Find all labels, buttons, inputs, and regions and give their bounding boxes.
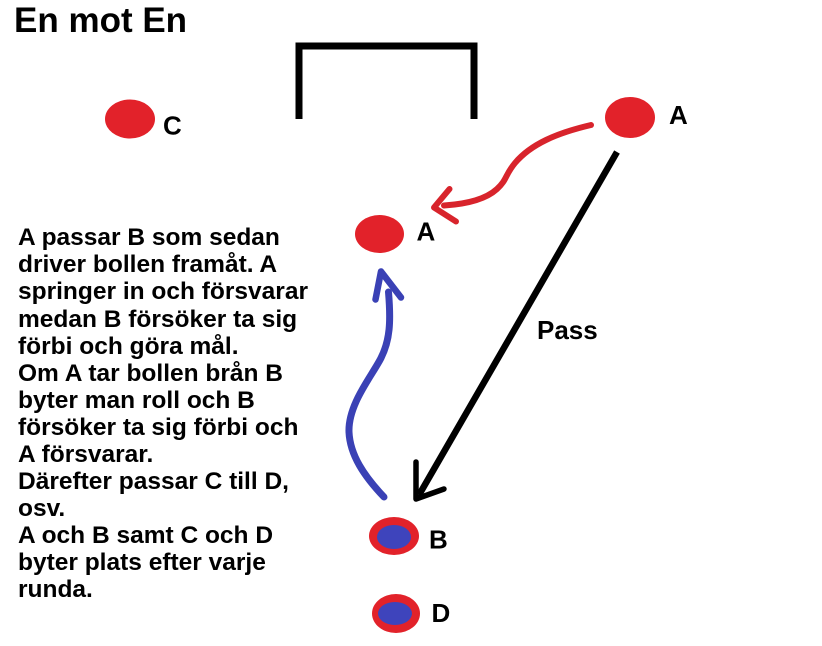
svg-text:A: A	[669, 100, 688, 130]
svg-text:B: B	[429, 525, 448, 555]
svg-text:Pass: Pass	[537, 315, 598, 345]
svg-text:A: A	[417, 217, 436, 247]
svg-text:C: C	[163, 111, 182, 141]
svg-text:D: D	[432, 598, 451, 628]
